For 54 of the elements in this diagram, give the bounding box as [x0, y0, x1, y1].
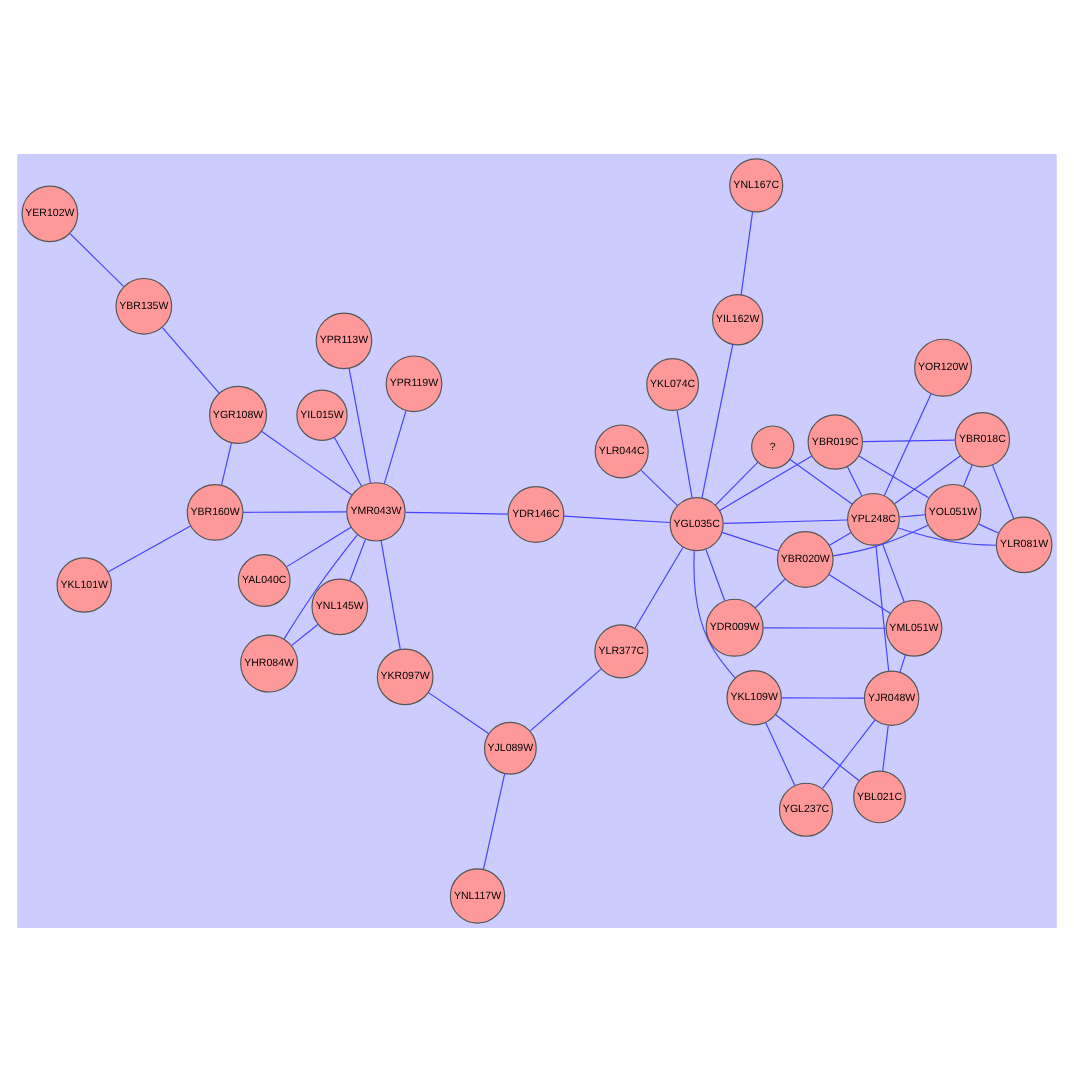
- connector: [261, 431, 353, 496]
- connector: [894, 455, 961, 505]
- connector: [789, 458, 853, 505]
- connector: [723, 519, 848, 524]
- connector: [220, 442, 232, 486]
- connector: [978, 523, 1000, 534]
- connector: [765, 722, 796, 786]
- connector: [404, 511, 509, 515]
- connector: [563, 515, 671, 524]
- connector: [380, 540, 401, 650]
- connector: [383, 410, 407, 485]
- connector: [832, 524, 929, 557]
- connector: [862, 439, 956, 443]
- connector: [283, 534, 358, 640]
- connector: [693, 550, 736, 679]
- connector: [634, 546, 684, 629]
- connector: [897, 527, 997, 546]
- connector: [676, 409, 693, 499]
- connector: [828, 532, 852, 546]
- connector: [781, 697, 865, 699]
- connector: [882, 543, 905, 603]
- connector: [333, 436, 363, 487]
- connector: [242, 511, 347, 513]
- connector: [482, 773, 506, 870]
- connector: [828, 573, 891, 614]
- connector: [991, 464, 1015, 519]
- connector: [701, 343, 734, 499]
- connector: [754, 578, 786, 609]
- connector: [762, 627, 887, 629]
- connector: [882, 725, 889, 772]
- connector: [69, 233, 125, 288]
- connector: [858, 455, 930, 499]
- connector: [898, 514, 926, 518]
- connector: [883, 393, 932, 497]
- connector: [963, 464, 973, 487]
- connector: [348, 368, 372, 484]
- connector: [719, 455, 813, 512]
- connector: [821, 719, 876, 789]
- connector: [721, 531, 779, 552]
- connector: [846, 465, 863, 497]
- connector: [107, 525, 192, 573]
- connector: [705, 548, 726, 602]
- connector: [427, 692, 490, 734]
- connector: [899, 654, 906, 673]
- connector: [286, 526, 352, 568]
- connector: [775, 714, 860, 782]
- connector: [740, 211, 754, 296]
- connector: [714, 461, 759, 506]
- connector: [875, 544, 890, 672]
- connector: [290, 623, 319, 647]
- connector: [349, 538, 367, 581]
- connector: [529, 668, 602, 732]
- connector: [161, 327, 220, 394]
- connector: [640, 469, 678, 506]
